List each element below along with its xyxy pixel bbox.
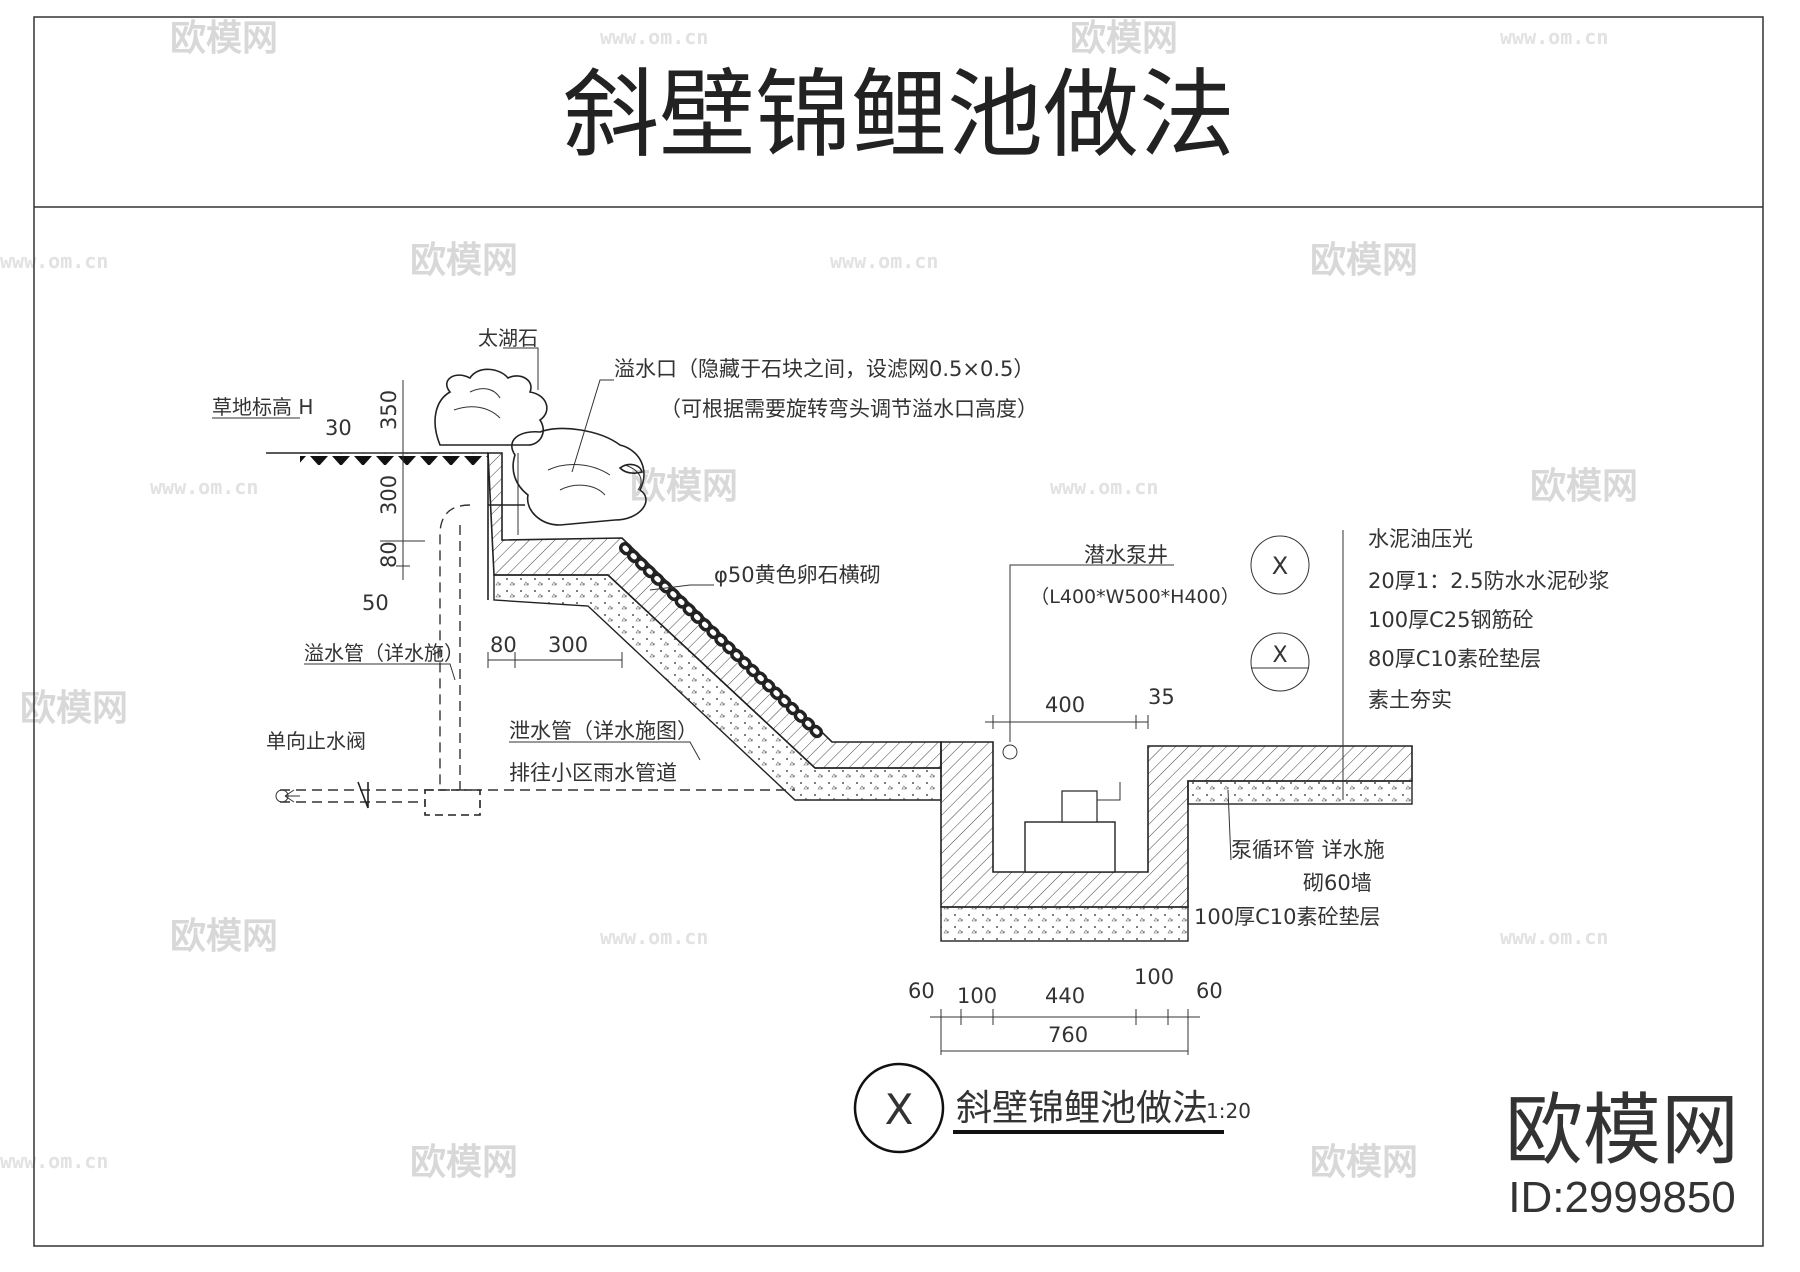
pump-pit-section	[940, 741, 1413, 942]
dim-350: 350	[377, 390, 401, 430]
pit-dimension-line	[985, 715, 1149, 729]
label-layer-4: 80厚C10素砼垫层	[1368, 647, 1541, 671]
legend-name: 斜壁锦鲤池做法	[956, 1088, 1208, 1129]
watermark-site: www.om.cn	[600, 925, 708, 949]
taihu-rock	[434, 368, 647, 526]
label-drain-pipe: 泄水管（详水施图）	[509, 719, 698, 743]
label-overflow-outlet: 溢水口（隐藏于石块之间，设滤网0.5×0.5）	[614, 357, 1034, 381]
dim-bottom-440: 440	[1045, 984, 1085, 1008]
watermark-brand: 欧模网	[170, 18, 278, 59]
label-pump-well-size: （L400*W500*H400）	[1030, 586, 1239, 608]
dim-400: 400	[1045, 693, 1085, 717]
bottom-dimension-lines	[930, 1009, 1200, 1055]
legend-scale: 1:20	[1206, 1099, 1251, 1123]
watermark-site: www.om.cn	[150, 475, 258, 499]
label-pebbles: φ50黄色卵石横砌	[714, 563, 881, 587]
dim-bottom-760: 760	[1048, 1023, 1088, 1047]
watermark-site: www.om.cn	[1050, 475, 1158, 499]
left-dimension-line	[350, 380, 425, 580]
dim-bottom-100a: 100	[957, 984, 997, 1008]
watermark-site: www.om.cn	[0, 249, 108, 273]
label-wall: 砌60墙	[1303, 871, 1372, 895]
watermark-brand: 欧模网	[1310, 240, 1418, 281]
dim-80: 80	[490, 633, 517, 657]
pump-unit	[1024, 821, 1116, 873]
lawn-ground	[266, 452, 488, 465]
label-rock: 太湖石	[478, 326, 538, 350]
watermark-site: www.om.cn	[1500, 25, 1608, 49]
drawing-legend: X 斜壁锦鲤池做法 1:20	[853, 1062, 1251, 1154]
section-mark-1-label: X	[1272, 552, 1288, 580]
watermark-brand: 欧模网	[1310, 1142, 1418, 1183]
dim-35: 35	[1148, 685, 1175, 709]
label-overflow-outlet-note: （可根据需要旋转弯头调节溢水口高度）	[660, 397, 1038, 421]
label-overflow-pipe: 溢水管（详水施）	[304, 641, 464, 665]
dim-80-vertical: 80	[377, 541, 401, 568]
dim-300: 300	[548, 633, 588, 657]
dimension-texts: 30 350 300 80 50 80 300 400 35 60 100 44…	[325, 390, 1223, 1047]
watermark-brand: 欧模网	[20, 688, 128, 729]
label-layer-3: 100厚C25钢筋砼	[1368, 608, 1533, 632]
watermark-brand: 欧模网	[1070, 18, 1178, 59]
watermark-brand: 欧模网	[410, 1142, 518, 1183]
overflow-pipe	[424, 504, 525, 816]
label-pump-pipe: 泵循环管 详水施	[1231, 838, 1385, 862]
watermark-brand: 欧模网	[170, 916, 278, 957]
brand-id: ID:2999850	[1508, 1173, 1736, 1222]
watermark-layer: 欧模网 欧模网 欧模网 欧模网 欧模网 欧模网 欧模网 欧模网 欧模网 欧模网 …	[0, 18, 1638, 1183]
legend-symbol: X	[885, 1085, 914, 1134]
label-layer-2: 20厚1：2.5防水水泥砂浆	[1368, 569, 1609, 593]
label-pit-cushion: 100厚C10素砼垫层	[1194, 905, 1380, 929]
pebble-layer	[619, 542, 826, 741]
top-dimension-line	[487, 652, 623, 668]
watermark-site: www.om.cn	[0, 1149, 108, 1173]
watermark-brand: 欧模网	[1530, 466, 1638, 507]
label-lawn-level: 草地标高 H	[212, 395, 313, 419]
watermark-site: www.om.cn	[830, 249, 938, 273]
label-layer-1: 水泥油压光	[1368, 527, 1473, 551]
dim-50: 50	[362, 591, 389, 615]
dim-bottom-60b: 60	[1196, 979, 1223, 1003]
watermark-site: www.om.cn	[600, 25, 708, 49]
section-mark-2: X	[1250, 632, 1310, 692]
label-check-valve: 单向止水阀	[266, 729, 366, 753]
label-drain-to: 排往小区雨水管道	[509, 761, 677, 785]
drain-pipe	[275, 781, 795, 809]
label-layer-5: 素土夯实	[1368, 688, 1452, 712]
brand-logo-text: 欧模网	[1505, 1086, 1739, 1174]
brand-stamp: 欧模网 ID:2999850	[1505, 1086, 1739, 1222]
watermark-site: www.om.cn	[1500, 925, 1608, 949]
annotation-labels: 太湖石 溢水口（隐藏于石块之间，设滤网0.5×0.5） （可根据需要旋转弯头调节…	[212, 326, 1609, 929]
watermark-brand: 欧模网	[410, 240, 518, 281]
dim-300-vertical: 300	[377, 475, 401, 515]
dim-bottom-60a: 60	[908, 979, 935, 1003]
page-title: 斜壁锦鲤池做法	[563, 62, 1235, 169]
watermark-brand: 欧模网	[630, 466, 738, 507]
drawing-frame	[33, 16, 1764, 1247]
dim-30: 30	[325, 416, 352, 440]
section-mark-1: X	[1250, 535, 1310, 595]
leader-lines	[212, 347, 1344, 861]
label-pump-well: 潜水泵井	[1084, 543, 1168, 567]
dim-bottom-100b: 100	[1134, 965, 1174, 989]
section-mark-2-label: X	[1272, 643, 1287, 668]
